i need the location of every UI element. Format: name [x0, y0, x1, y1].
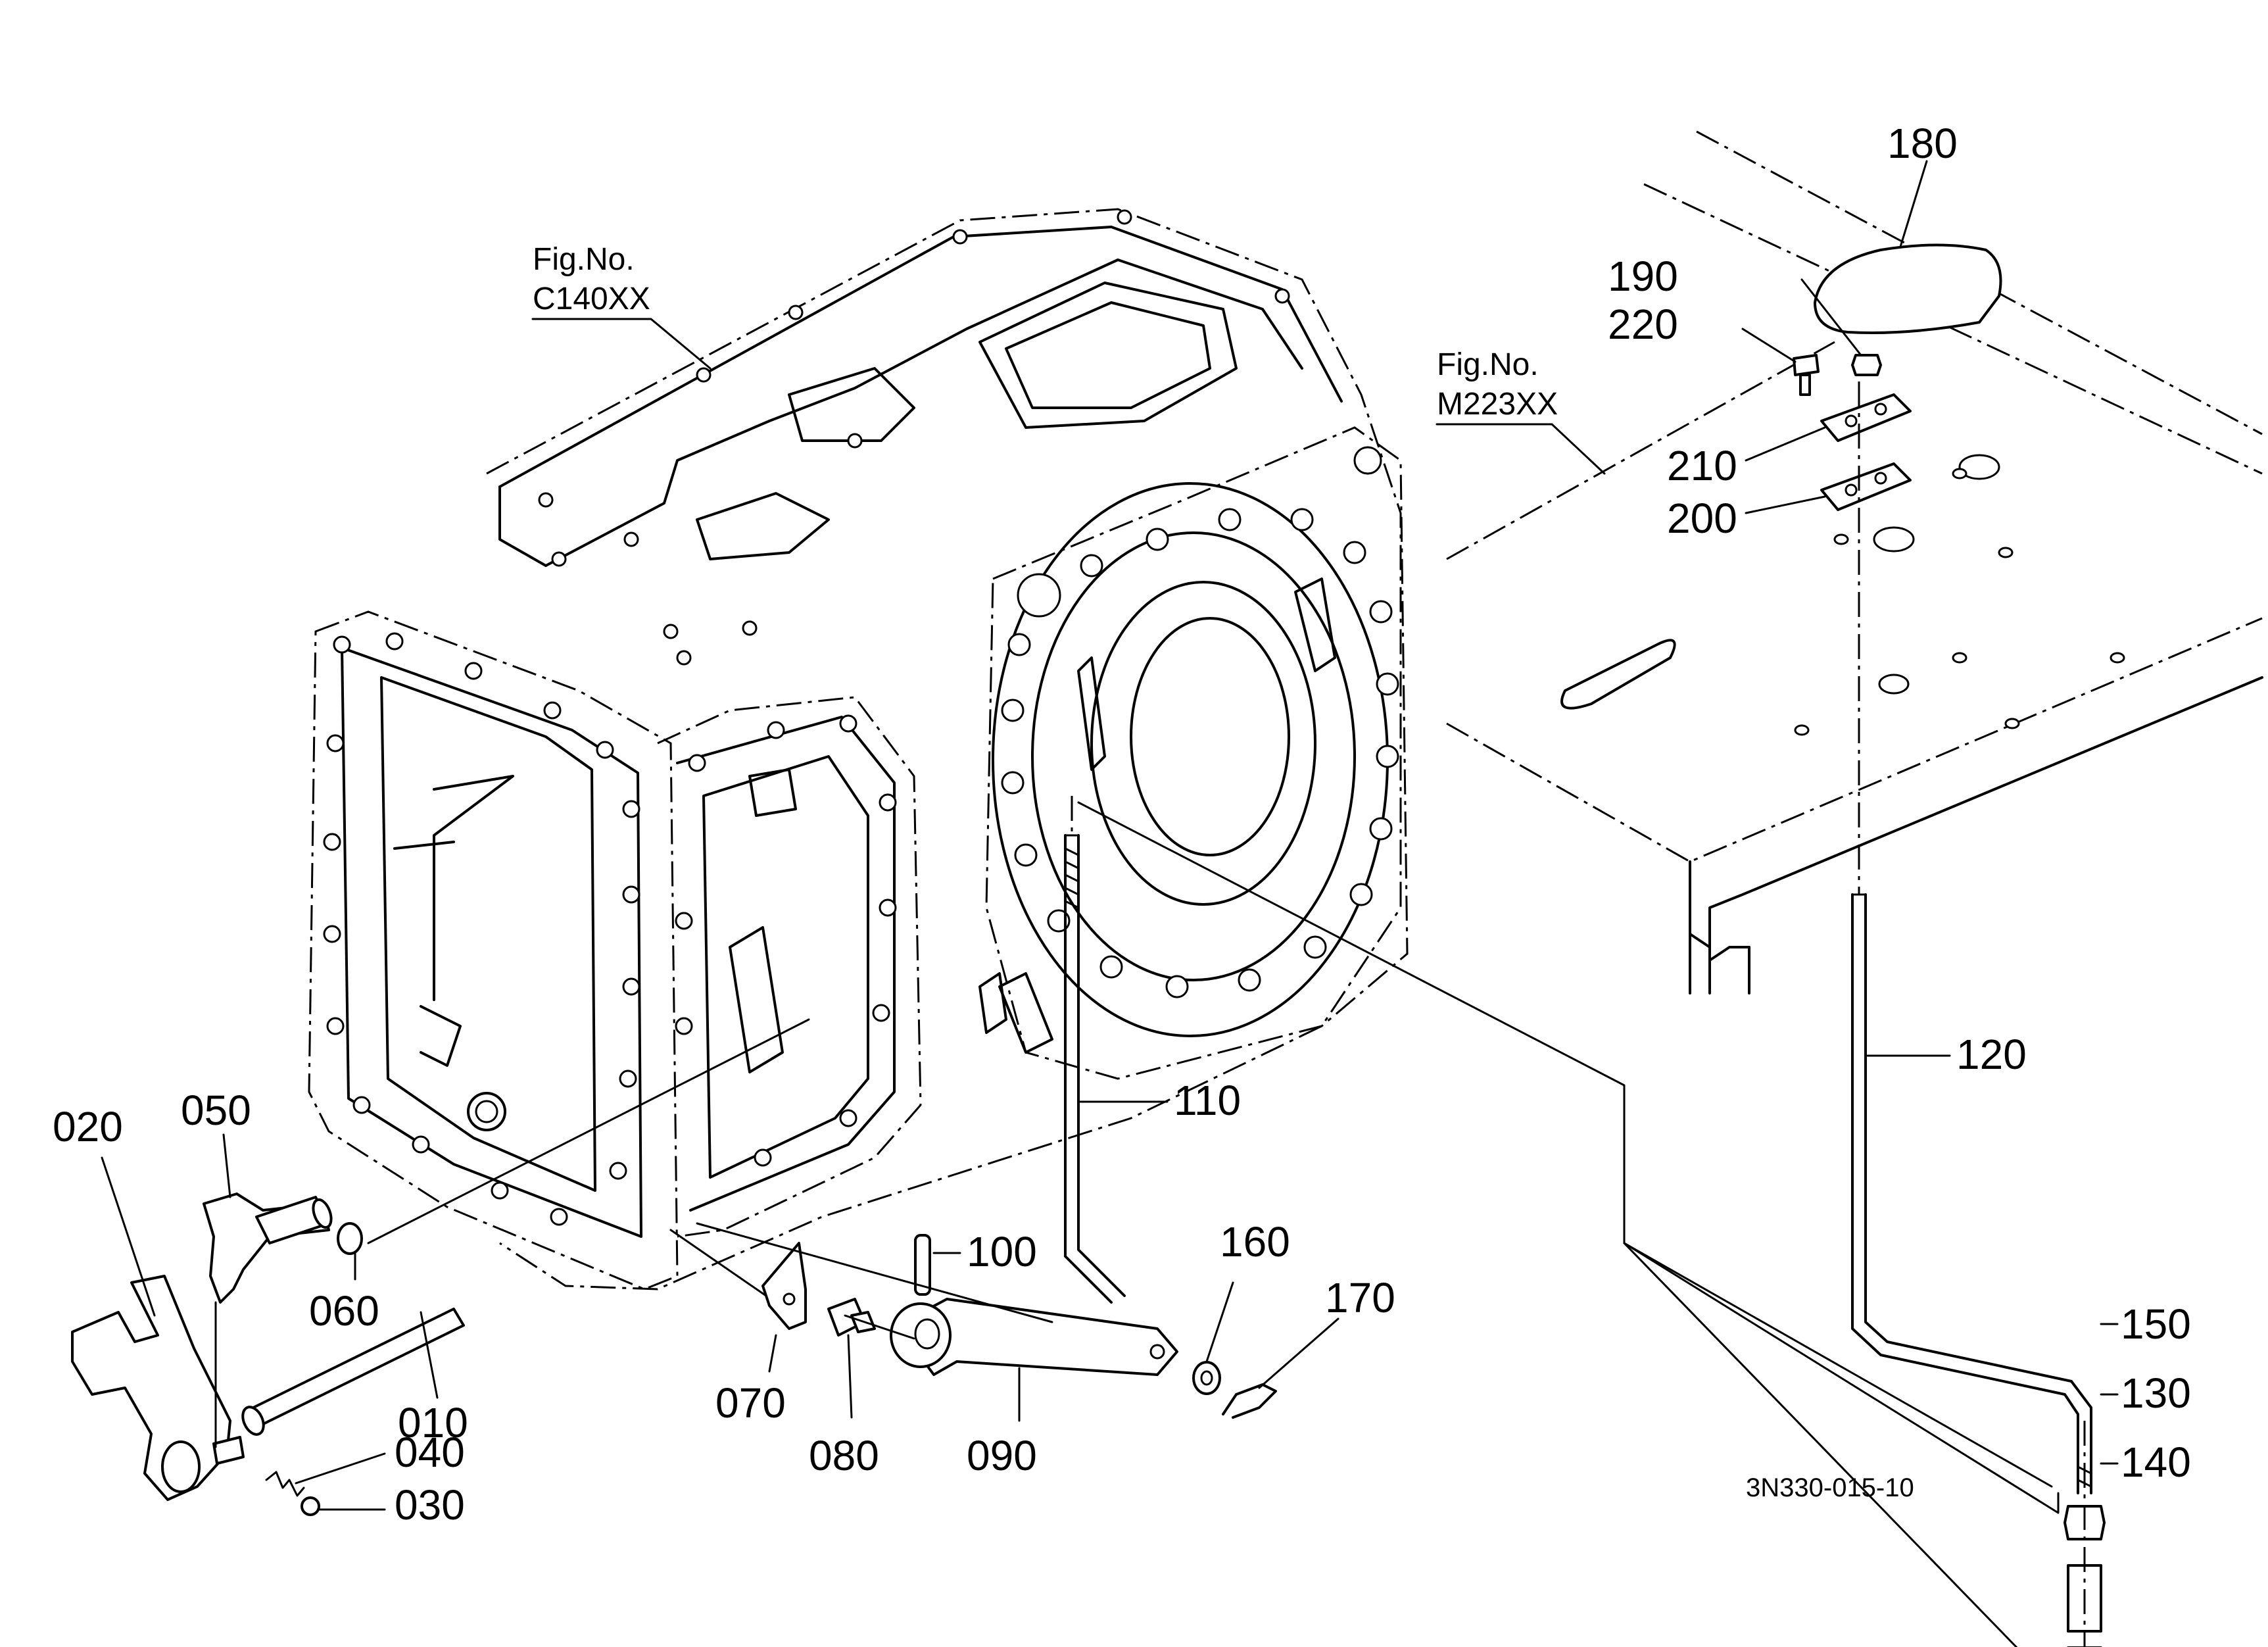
part-label-070: 070 — [715, 1379, 786, 1427]
reference-labels: Fig.No. C140XX Fig.No. M223XX — [531, 242, 1606, 475]
part-label-140: 140 — [2121, 1438, 2191, 1486]
part-label-080: 080 — [809, 1432, 879, 1479]
part-label-150: 150 — [2121, 1300, 2191, 1348]
part-label-060: 060 — [309, 1287, 379, 1335]
part-label-220: 220 — [1608, 301, 1678, 348]
part-callouts: 010 020 030 040 050 060 070 080 090 100 … — [53, 120, 2191, 1529]
part-label-170: 170 — [1325, 1274, 1395, 1321]
part-label-100: 100 — [967, 1228, 1037, 1275]
floor-plate — [1446, 130, 2263, 995]
part-label-180: 180 — [1887, 120, 1958, 167]
part-label-120: 120 — [1956, 1031, 2027, 1078]
part-label-160: 160 — [1220, 1218, 1290, 1266]
transmission-case — [308, 208, 1409, 1291]
assembly-lines — [214, 381, 2086, 1647]
parts — [71, 243, 2106, 1647]
part-label-190: 190 — [1608, 253, 1678, 300]
part-label-030: 030 — [395, 1481, 465, 1529]
plate-ref-line2: M223XX — [1437, 387, 1558, 422]
part-label-050: 050 — [181, 1087, 251, 1134]
part-label-200: 200 — [1667, 495, 1737, 542]
case-ref-line2: C140XX — [533, 282, 650, 316]
part-label-040: 040 — [395, 1429, 465, 1476]
part-label-210: 210 — [1667, 442, 1737, 489]
part-label-020: 020 — [53, 1103, 123, 1150]
plate-ref-line1: Fig.No. — [1437, 347, 1539, 382]
part-label-090: 090 — [967, 1432, 1037, 1479]
case-ref-line1: Fig.No. — [533, 242, 635, 277]
drawing-code: 3N330-015-10 — [1746, 1473, 1914, 1502]
part-label-010: 010 — [398, 1399, 468, 1446]
part-label-110: 110 — [1174, 1077, 1241, 1124]
part-label-130: 130 — [2121, 1369, 2191, 1417]
